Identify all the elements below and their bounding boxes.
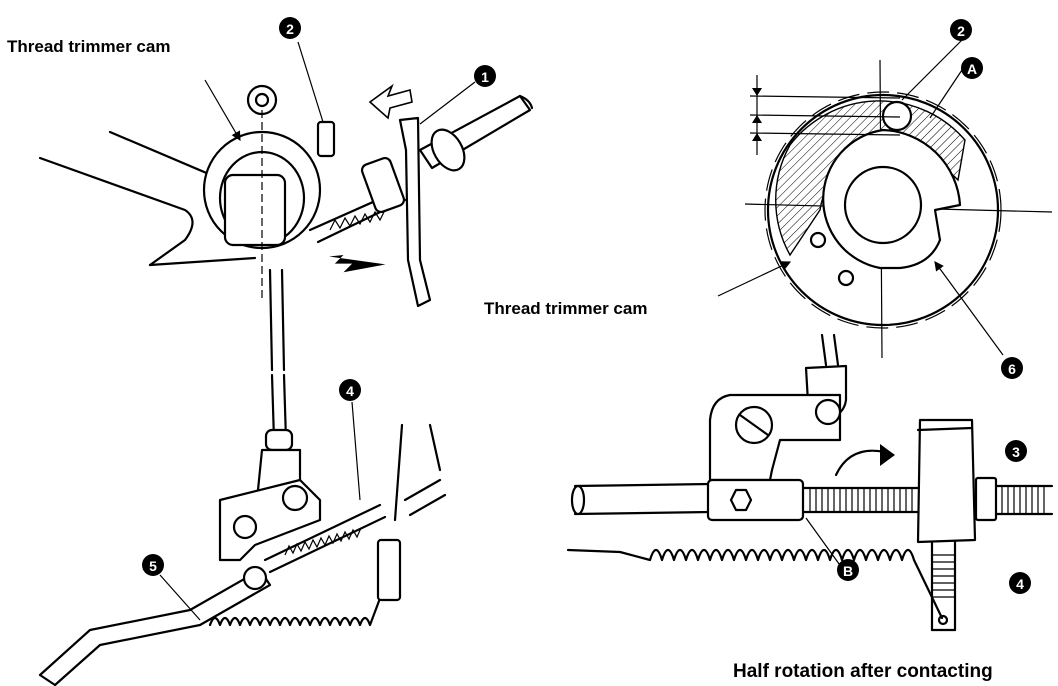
- svg-text:2: 2: [286, 21, 294, 37]
- cam-label-left: Thread trimmer cam: [7, 37, 170, 56]
- marker-3: 3: [1005, 440, 1027, 462]
- svg-text:3: 3: [1012, 444, 1020, 460]
- marker-5: 5: [142, 554, 164, 576]
- left-cam-assembly: [38, 83, 534, 372]
- svg-text:A: A: [967, 61, 977, 77]
- svg-text:2: 2: [957, 23, 965, 39]
- svg-text:B: B: [843, 563, 853, 579]
- marker-4-left: 4: [339, 379, 361, 401]
- marker-A: A: [961, 57, 983, 79]
- marker-1: 1: [474, 65, 496, 87]
- marker-2-left: 2: [279, 17, 301, 39]
- svg-text:4: 4: [346, 383, 354, 399]
- right-lower-assembly: [566, 333, 1054, 632]
- marker-2-right: 2: [950, 19, 972, 41]
- marker-6: 6: [1001, 357, 1023, 379]
- marker-B: B: [837, 559, 859, 581]
- cam-label-right: Thread trimmer cam: [484, 299, 647, 318]
- svg-text:6: 6: [1008, 361, 1016, 377]
- svg-text:4: 4: [1016, 576, 1024, 592]
- marker-4-right: 4: [1009, 572, 1031, 594]
- svg-text:5: 5: [149, 558, 157, 574]
- left-lower-linkage: [38, 373, 447, 686]
- half-rotation-caption: Half rotation after contacting: [733, 661, 993, 682]
- left-leaders: [159, 41, 476, 621]
- right-cam-detail: [717, 39, 1053, 359]
- svg-text:1: 1: [481, 69, 489, 85]
